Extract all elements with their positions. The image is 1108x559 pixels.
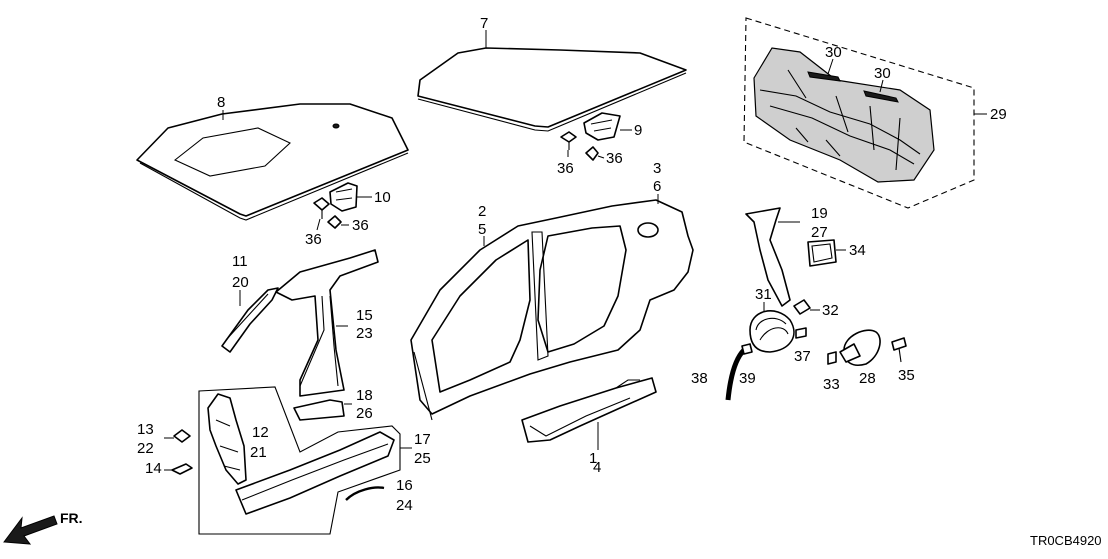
callout-17: 17 (414, 431, 431, 448)
callout-9: 9 (634, 122, 642, 139)
callout-32: 32 (822, 302, 839, 319)
callout-15: 15 (356, 307, 373, 324)
callout-38: 38 (691, 370, 708, 387)
part-center-pillar-lower (293, 399, 345, 421)
callout-20: 20 (232, 274, 249, 291)
part-side-sill-inner (235, 431, 395, 515)
part-fuel-housing (749, 310, 795, 353)
callout-35: 35 (898, 367, 915, 384)
part-fuel-bracket (745, 207, 791, 307)
callout-3: 3 (653, 160, 661, 177)
part-clip-13 (173, 429, 191, 443)
callout-36d: 36 (352, 217, 369, 234)
callout-13: 13 (137, 421, 154, 438)
callout-4: 4 (593, 459, 601, 476)
part-bolt-35 (891, 337, 907, 363)
part-hose-38 (725, 343, 753, 401)
callout-36c: 36 (305, 231, 322, 248)
leader-30a (827, 58, 834, 75)
part-bumper-33 (827, 351, 837, 365)
callout-36a: 36 (557, 160, 574, 177)
part-roof-bracket-rear (313, 182, 358, 229)
callout-12: 12 (252, 424, 269, 441)
callout-6: 6 (653, 178, 661, 195)
part-side-outer-panel (410, 199, 694, 421)
callout-2: 2 (478, 203, 486, 220)
part-roof-bracket-front (560, 112, 621, 161)
front-direction-arrow-icon (3, 515, 58, 545)
part-strip-16 (345, 486, 385, 501)
part-roof-panel (417, 47, 687, 132)
part-a-pillar-stiffener (221, 287, 279, 353)
callout-21: 21 (250, 444, 267, 461)
callout-28: 28 (859, 370, 876, 387)
callout-5: 5 (478, 221, 486, 238)
part-roof-sunroof (136, 103, 409, 221)
front-arrow-label: FR. (60, 510, 83, 526)
part-module-34 (807, 239, 837, 267)
callout-1: 1 (589, 450, 597, 467)
part-bracket-14 (171, 463, 193, 475)
callout-34: 34 (849, 242, 866, 259)
part-clip-32 (793, 299, 811, 315)
part-lid-28 (839, 329, 881, 366)
callout-11: 11 (232, 253, 248, 270)
callout-25: 25 (414, 450, 431, 467)
part-side-sill (521, 377, 657, 443)
callout-24: 24 (396, 497, 413, 514)
callout-33: 33 (823, 376, 840, 393)
callout-16: 16 (396, 477, 413, 494)
leader-30b (879, 79, 884, 93)
callout-27: 27 (811, 224, 828, 241)
group-rear-panel (743, 17, 975, 209)
callout-8: 8 (217, 94, 225, 111)
callout-18: 18 (356, 387, 373, 404)
callout-29: 29 (990, 106, 1007, 123)
callout-26: 26 (356, 405, 373, 422)
part-screw-37 (795, 327, 807, 339)
callout-7: 7 (480, 15, 488, 32)
leader-36c (316, 218, 321, 231)
part-front-pillar-lower (207, 393, 247, 485)
part-center-pillar (275, 249, 379, 397)
callout-31: 31 (755, 286, 772, 303)
leader-36b (597, 155, 605, 159)
callout-22: 22 (137, 440, 154, 457)
callout-30b: 30 (874, 65, 891, 82)
callout-36b: 36 (606, 150, 623, 167)
callout-23: 23 (356, 325, 373, 342)
diagram-code: TR0CB4920 (1030, 533, 1102, 548)
callouts: 1 2 3 4 5 6 7 8 9 10 11 12 13 14 15 16 1… (137, 15, 1007, 514)
callout-37: 37 (794, 348, 811, 365)
callout-14: 14 (145, 460, 162, 477)
callout-19: 19 (811, 205, 828, 222)
callout-30a: 30 (825, 44, 842, 61)
callout-39: 39 (739, 370, 756, 387)
callout-10: 10 (374, 189, 391, 206)
group-inner-box (198, 386, 401, 535)
